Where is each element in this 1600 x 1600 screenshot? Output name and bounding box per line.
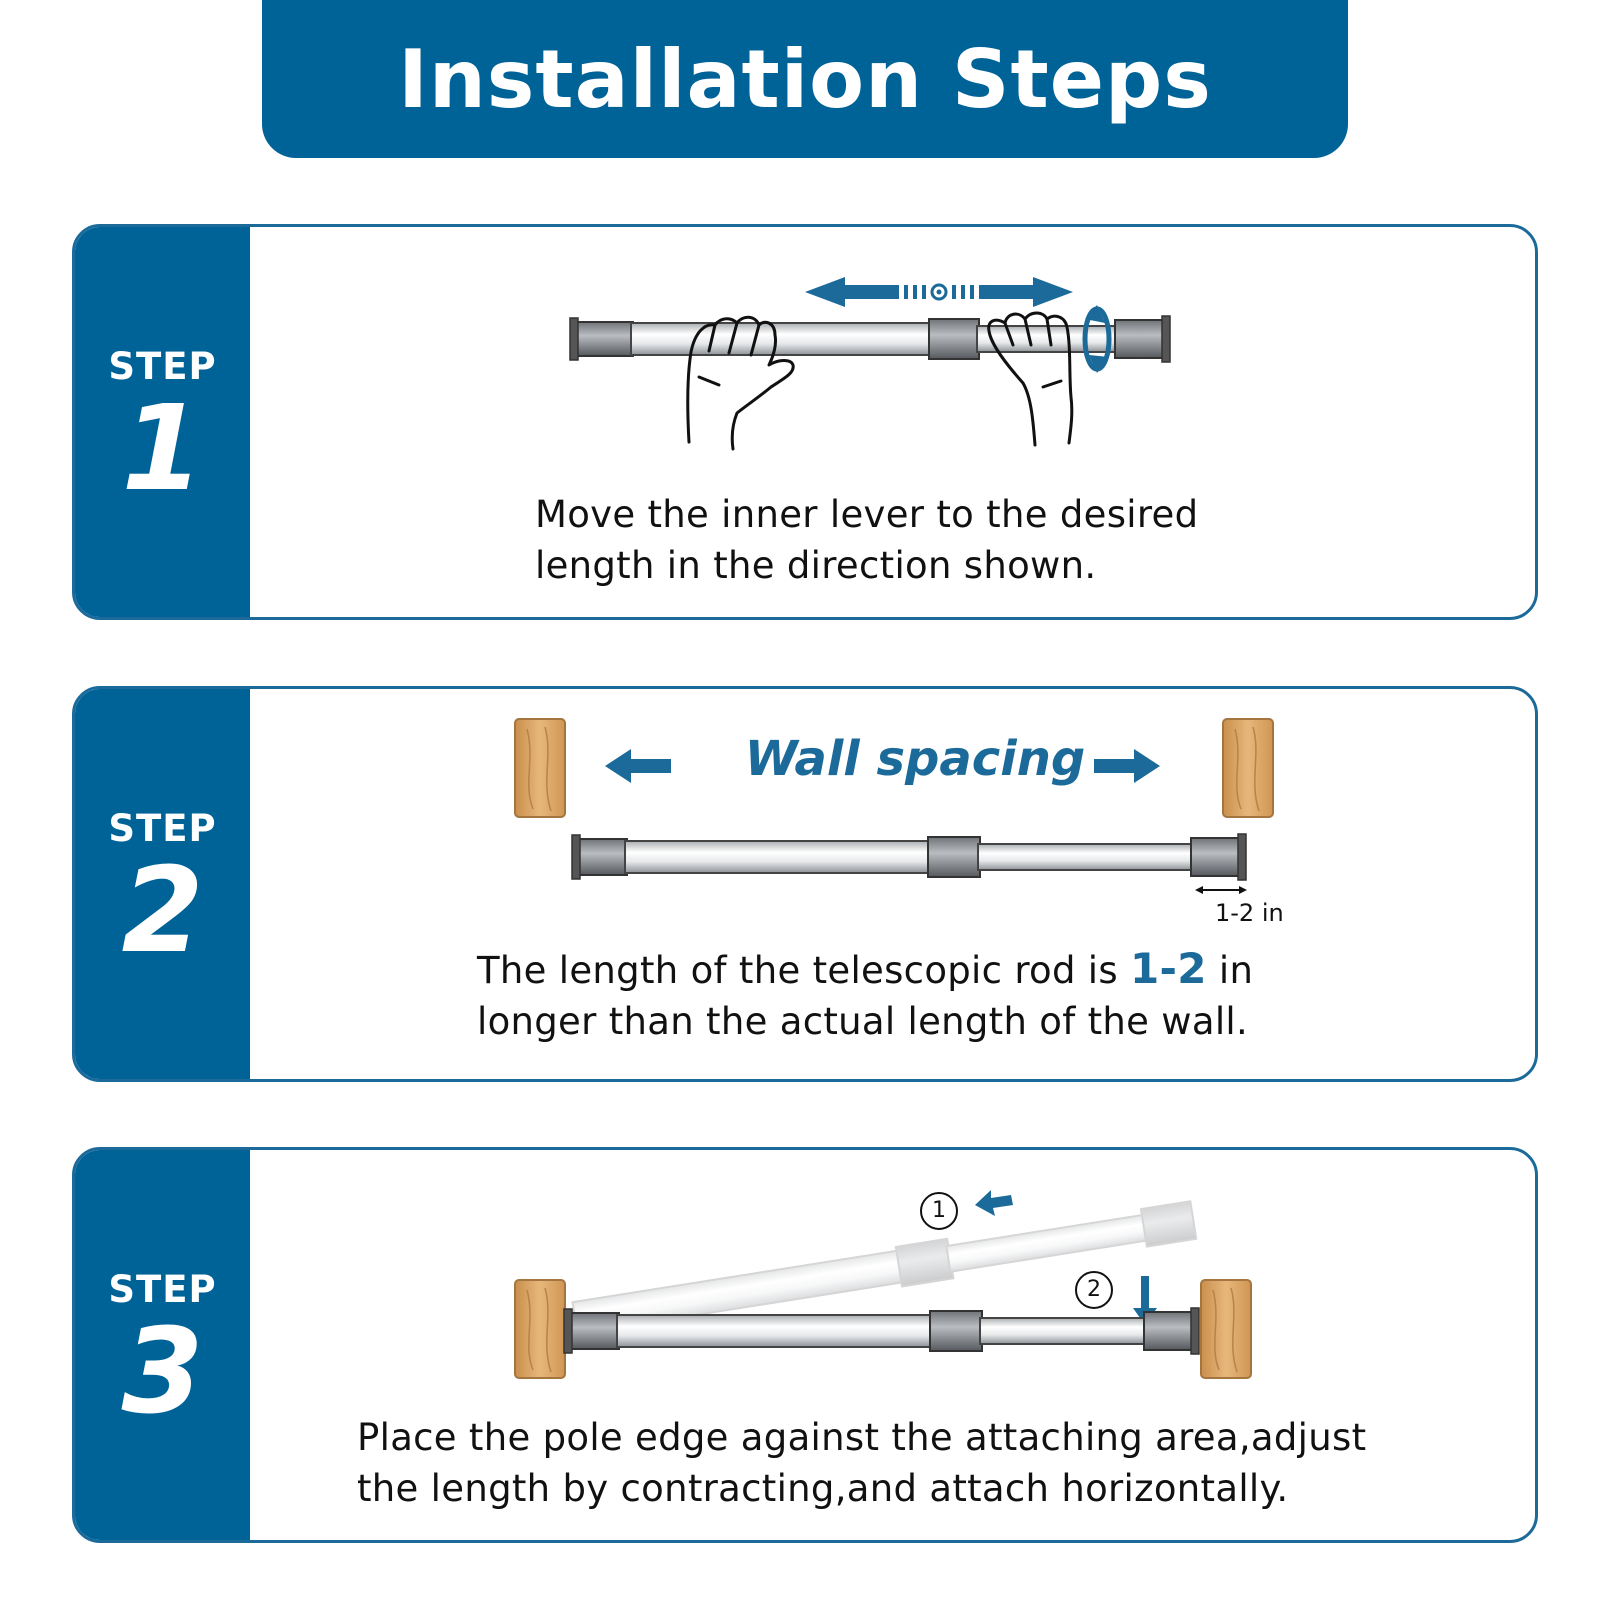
step-2-description: The length of the telescopic rod is 1-2 … [477,943,1253,1047]
telescopic-rod-icon [571,833,1247,881]
marker-2: 2 [1075,1271,1113,1309]
step-3-label: STEP [108,1268,217,1311]
ghost-rod-icon [571,1200,1198,1335]
step-1-card: STEP 1 [72,224,1538,620]
step-1-description: Move the inner lever to the desired leng… [535,489,1198,591]
wood-block-right-icon [1222,718,1274,818]
arrow-right-icon [1094,749,1160,783]
step-2-text-after: in [1206,949,1254,992]
step-2-badge: STEP 2 [75,689,250,1079]
step-3-number: 3 [121,1302,204,1440]
wall-spacing-heading: Wall spacing [744,731,1086,787]
step-2-illustration [514,718,1274,894]
step-3-line-2: the length by contracting,and attach hor… [357,1467,1289,1510]
step-2-label: STEP [108,807,217,850]
step-1-badge: STEP 1 [75,227,250,617]
telescopic-rod-icon [569,315,1171,363]
step-2-number: 2 [121,841,204,979]
step-1-illustration [569,277,1171,451]
telescopic-rod-icon [563,1307,1200,1355]
wood-block-left-icon [514,1279,566,1379]
rotate-arrow-icon [1082,305,1112,373]
step-3-line-1: Place the pole edge against the attachin… [357,1416,1367,1459]
step-1-line-2: length in the direction shown. [535,544,1097,587]
step-2-highlight: 1-2 [1130,944,1207,993]
step-1-label: STEP [108,345,217,388]
title-banner: Installation Steps [262,0,1348,158]
step-3-card: STEP 3 1 2 Place the [72,1147,1538,1543]
gap-dimension-icon [1195,886,1247,894]
step-2-card: STEP 2 Wall spacing 1-2 in T [72,686,1538,1082]
hands-icon [686,311,1074,451]
step-1-line-1: Move the inner lever to the desired [535,493,1199,536]
gap-label: 1-2 in [1215,899,1284,927]
step-2-line-2: longer than the actual length of the wal… [477,1000,1249,1043]
arrow-left-icon [605,749,671,783]
arrow-left-icon [975,1190,1013,1216]
wood-block-left-icon [514,718,566,818]
step-3-description: Place the pole edge against the attachin… [357,1412,1366,1514]
step-2-line-1: The length of the telescopic rod is 1-2 … [477,943,1253,996]
step-3-badge: STEP 3 [75,1150,250,1540]
direction-arrows-icon [805,277,1073,307]
step-2-text-before: The length of the telescopic rod is [477,949,1131,992]
step-3-illustration [514,1190,1252,1379]
step-1-number: 1 [121,379,204,517]
wood-block-right-icon [1200,1279,1252,1379]
marker-1: 1 [920,1192,958,1230]
page-title: Installation Steps [398,32,1212,126]
